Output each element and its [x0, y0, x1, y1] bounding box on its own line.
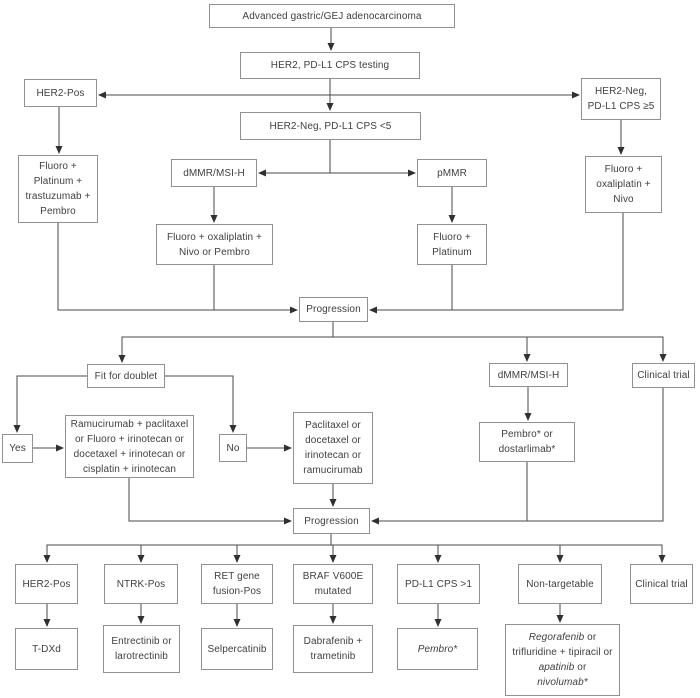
node-advanced-gastric-gej-adenocarcinoma: Advanced gastric/GEJ adenocarcinoma	[209, 4, 455, 28]
node-fluoro-platinum: Fluoro + Platinum	[417, 224, 487, 265]
node-ret-gene-fusion-pos: RET gene fusion-Pos	[201, 564, 273, 604]
node-dabrafenib-trametinib: Dabrafenib + trametinib	[293, 625, 373, 673]
node-her2-neg-cps-ge5: HER2-Neg, PD-L1 CPS ≥5	[581, 78, 661, 120]
node-fluoro-oxaliplatin-nivo-or-pembro: Fluoro + oxaliplatin + Nivo or Pembro	[156, 224, 273, 265]
node-fit-for-doublet: Fit for doublet	[87, 364, 165, 388]
non-targetable-treatment-line-3: apatinib or	[538, 662, 587, 673]
node-her2-pos-2: HER2-Pos	[15, 564, 78, 604]
node-progression-2: Progression	[293, 508, 370, 534]
node-fluoro-oxaliplatin-nivo: Fluoro + oxaliplatin + Nivo	[585, 156, 662, 213]
node-doublet-options: Ramucirumab + paclitaxel or Fluoro + iri…	[65, 415, 194, 478]
non-targetable-treatment-line-2: trifluridine + tipiracil or	[512, 647, 613, 658]
node-pdl1-cps-gt1: PD-L1 CPS >1	[397, 564, 480, 604]
node-non-targetable-treatment: Regorafenib or trifluridine + tipiracil …	[505, 624, 620, 696]
node-progression-1: Progression	[299, 297, 368, 322]
non-targetable-treatment-line-1: Regorafenib or	[528, 632, 597, 643]
non-targetable-treatment-line-4: nivolumab*	[537, 677, 588, 688]
node-clinical-trial-2: Clinical trial	[630, 564, 693, 604]
node-selpercatinib: Selpercatinib	[201, 628, 273, 670]
node-fluoro-platinum-trastuzumab-pembro: Fluoro + Platinum + trastuzumab + Pembro	[18, 155, 98, 223]
node-her2-neg-cps-lt5: HER2-Neg, PD-L1 CPS <5	[240, 112, 421, 140]
node-dmmr-msi-h-2: dMMR/MSI-H	[489, 363, 568, 387]
node-her2-pos: HER2-Pos	[24, 79, 97, 107]
node-her2-pdl1-cps-testing: HER2, PD-L1 CPS testing	[240, 52, 420, 79]
node-braf-v600e-mutated: BRAF V600E mutated	[293, 564, 373, 604]
node-t-dxd: T-DXd	[15, 628, 78, 670]
node-pmmr: pMMR	[417, 159, 487, 187]
node-yes: Yes	[2, 434, 33, 463]
node-single-agent-options: Paclitaxel or docetaxel or irinotecan or…	[293, 412, 373, 484]
node-dmmr-msi-h-1: dMMR/MSI-H	[171, 159, 257, 187]
node-pembro-or-dostarlimab: Pembro* or dostarlimab*	[479, 422, 575, 462]
node-entrectinib-or-larotrectinib: Entrectinib or larotrectinib	[103, 625, 180, 673]
node-no: No	[219, 434, 247, 462]
node-pembro-star: Pembro*	[397, 628, 478, 670]
node-non-targetable: Non-targetable	[518, 564, 602, 604]
node-clinical-trial-1: Clinical trial	[632, 363, 695, 388]
node-ntrk-pos: NTRK-Pos	[104, 564, 178, 604]
